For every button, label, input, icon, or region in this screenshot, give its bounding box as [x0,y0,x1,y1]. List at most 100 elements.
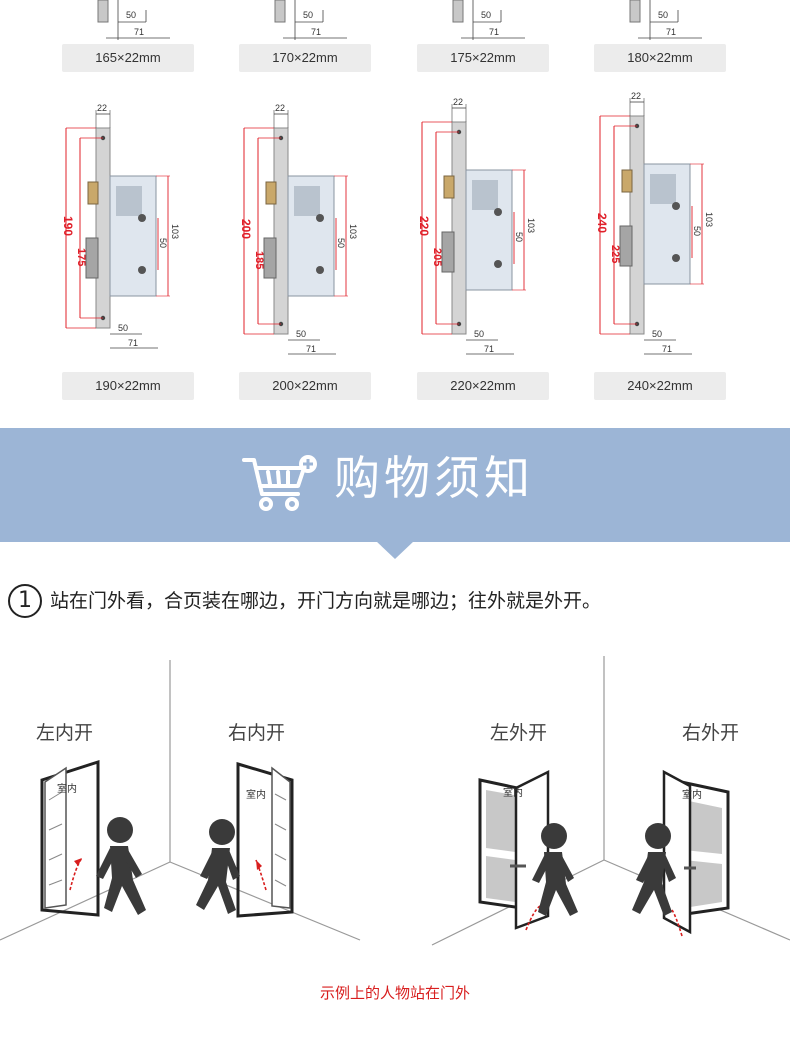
top-strip-2: 50 71 [452,0,525,40]
door-left-inward [40,759,100,917]
cylinder-hole [138,266,146,274]
case-mechanism [116,186,142,216]
dim-bottom-a-label: 50 [296,329,306,339]
dead-bolt [85,237,99,279]
spindle-hole [138,214,146,222]
dim-total-label: 240 [595,213,609,233]
latch-bolt [87,181,99,205]
faceplate-bottom [97,0,109,23]
dim-span-label: 205 [431,248,443,266]
top-strip-1: 50 71 [274,0,347,40]
faceplate-bottom [452,0,464,23]
dim-label: 50 [303,10,313,20]
dim-bottom-a-label: 50 [474,329,484,339]
dim-span-label: 225 [609,245,621,263]
person-walking-4 [632,823,676,916]
banner-pointer [376,541,414,559]
dim-label: 50 [658,10,668,20]
door-right-inward [236,761,294,918]
dim-span-label: 185 [253,251,265,269]
shopping-notice-banner [0,428,790,542]
latch-bolt [443,175,455,199]
dim-width-label: 22 [97,103,107,113]
scene-title-left-outward: 左外开 [490,722,548,744]
faceplate-bottom [274,0,286,23]
room-label-1: 室内 [57,782,77,795]
dim-width-label: 22 [453,97,463,107]
instruction-text: 站在门外看，合页装在哪边，开门方向就是哪边；往外就是外开。 [50,590,602,612]
size-label-180: 180×22mm [594,44,726,72]
dim-bottom-b-label: 71 [306,344,316,354]
spindle-hole [672,202,680,210]
size-label-240: 240×22mm [594,372,726,400]
dim-total-label: 190 [61,216,75,236]
case-mechanism [650,174,676,204]
faceplate [95,127,111,329]
size-label-220: 220×22mm [417,372,549,400]
scene-title-left-inward: 左内开 [36,722,94,744]
dim-label: 71 [666,27,676,37]
dead-bolt [441,231,455,273]
dim-span-label: 175 [75,248,87,266]
dead-bolt [263,237,277,279]
scene-title-right-inward: 右内开 [228,722,286,744]
dim-bottom-a-label: 50 [118,323,128,333]
dim-total-label: 200 [239,219,253,239]
dim-width-label: 22 [631,91,641,101]
faceplate-bottom [629,0,641,23]
size-label-175: 175×22mm [417,44,549,72]
example-caption: 示例上的人物站在门外 [319,984,470,1002]
case-mechanism [294,186,320,216]
person-walking-2 [196,819,240,914]
latch-bolt [621,169,633,193]
dim-case-label: 50 [692,226,702,236]
dim-height-label: 103 [704,212,714,227]
scene-title-right-outward: 右外开 [682,722,740,744]
dim-label: 71 [311,27,321,37]
instruction-number-circle: 1 [8,584,42,618]
person-walking-1 [96,817,146,915]
cylinder-hole [316,266,324,274]
dim-label: 71 [134,27,144,37]
dim-label: 50 [126,10,136,20]
dim-width-label: 22 [275,103,285,113]
dim-height-label: 103 [170,224,180,239]
dim-label: 71 [489,27,499,37]
dim-bottom-b-label: 71 [128,338,138,348]
size-label-190: 190×22mm [62,372,194,400]
spindle-hole [316,214,324,222]
dim-height-label: 103 [526,218,536,233]
door-right-outward [662,769,730,937]
door-scenes-illustration: 室内 室内 室内 室内 [0,656,790,946]
room-label-4: 室内 [682,788,702,801]
dim-height-label: 103 [348,224,358,239]
size-label-170: 170×22mm [239,44,371,72]
size-label-165: 165×22mm [62,44,194,72]
faceplate [629,115,645,335]
dim-bottom-a-label: 50 [652,329,662,339]
dim-label: 50 [481,10,491,20]
dead-bolt [619,225,633,267]
dim-bottom-b-label: 71 [484,344,494,354]
cylinder-hole [672,254,680,262]
room-label-2: 室内 [246,788,266,801]
top-strip-0: 50 71 [97,0,170,40]
room-label-3: 室内 [503,786,523,799]
top-row-drawings: 50 71 50 71 50 71 50 71 [97,0,702,40]
banner-title: 购物须知 [334,451,534,505]
top-strip-3: 50 71 [629,0,702,40]
case-mechanism [472,180,498,210]
size-label-200: 200×22mm [239,372,371,400]
cylinder-hole [494,260,502,268]
person-walking-3 [532,823,578,916]
dim-case-label: 50 [158,238,168,248]
faceplate [451,121,467,335]
dim-total-label: 220 [417,216,431,236]
faceplate [273,127,289,335]
dim-bottom-b-label: 71 [662,344,672,354]
dim-case-label: 50 [336,238,346,248]
